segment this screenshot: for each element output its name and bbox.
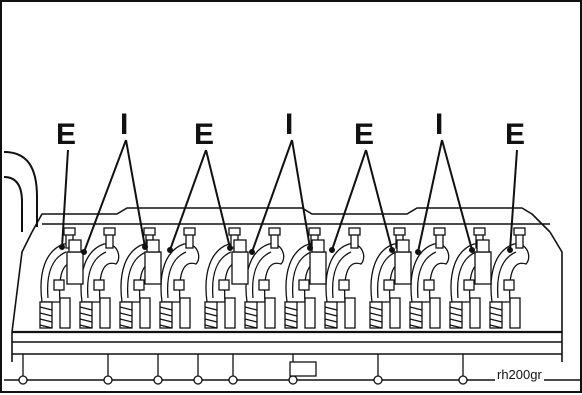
callout-exhaust-3: E xyxy=(354,120,374,150)
manifold-fitting-7 xyxy=(374,354,382,384)
callout-exhaust-4: E xyxy=(505,120,525,150)
leader-line-5 xyxy=(206,150,230,248)
rocker-pedestal-5 xyxy=(395,240,411,284)
rocker-arm-2 xyxy=(80,228,119,328)
leader-line-3 xyxy=(126,140,145,247)
manifold-fitting-3 xyxy=(154,354,162,384)
leader-line-9 xyxy=(366,150,392,250)
rocker-arm-4 xyxy=(160,228,199,328)
rocker-arm-12 xyxy=(490,228,529,328)
callout-exhaust-1: E xyxy=(56,120,76,150)
callout-intake-3: I xyxy=(435,110,443,140)
leader-line-11 xyxy=(442,140,472,250)
manifold-fitting-5 xyxy=(229,354,237,384)
rocker-arm-8 xyxy=(325,228,364,328)
callout-intake-1: I xyxy=(120,110,128,140)
manifold-fitting-2 xyxy=(104,354,112,384)
figure-reference-code: rh200gr xyxy=(495,367,544,382)
rocker-pedestal-1 xyxy=(67,240,83,284)
manifold-fitting-4 xyxy=(194,354,202,384)
rocker-pedestal-6 xyxy=(475,240,491,284)
rocker-pedestal-3 xyxy=(232,240,248,284)
manifold-fitting-1 xyxy=(19,354,27,384)
rocker-arm-10 xyxy=(410,228,449,328)
bottom-clamp xyxy=(290,362,316,376)
rocker-arm-6 xyxy=(245,228,284,328)
callout-intake-2: I xyxy=(285,110,293,140)
manifold-fitting-8 xyxy=(459,354,467,384)
callout-exhaust-2: E xyxy=(194,120,214,150)
leader-line-7 xyxy=(292,140,310,248)
